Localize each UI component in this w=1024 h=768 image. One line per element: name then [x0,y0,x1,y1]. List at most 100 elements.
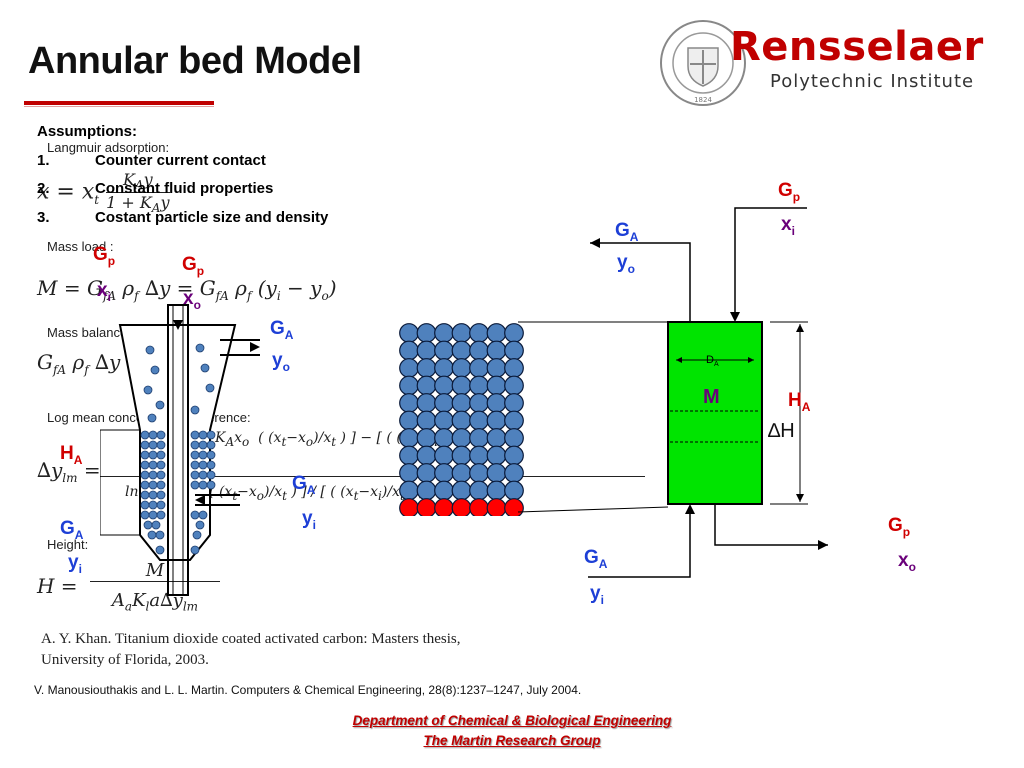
yi-label-left-mid: yi [302,508,316,532]
label-sub: p [196,263,205,278]
particle-grid [399,323,524,516]
blue-particle [416,358,437,378]
label-sub: A [713,361,719,369]
ga-label-right-top: GA [615,220,638,244]
ga-label-left-top: GA [270,318,293,342]
reference-khan: A. Y. Khan. Titanium dioxide coated acti… [41,629,461,671]
xo-label-right: xo [898,550,916,574]
packed-particles [140,430,216,555]
label-text: G [270,318,285,339]
blue-particle [469,463,489,483]
label-text: x [781,214,792,235]
blue-particle [504,445,524,466]
blue-particle [451,428,472,448]
blue-particle [451,375,472,396]
assumptions-heading: Assumptions: [37,123,138,140]
blue-particle [399,480,419,501]
height-lhs: H = [37,574,78,598]
blue-particle [469,340,489,361]
rensselaer-wordmark: Rensselaer [730,24,984,70]
blue-particle [451,340,472,361]
massbalance-label: Mass balance: [47,325,131,340]
label-sub: i [791,223,795,238]
da-label: DA [706,354,719,368]
blue-particle [399,445,419,466]
blue-particle [434,323,454,343]
blue-particle [451,445,472,466]
ga-label-left-bottom: GA [60,518,83,542]
label-sub: A [598,556,608,571]
blue-particle [469,480,489,501]
footer-department: Department of Chemical & Biological Engi… [352,713,672,728]
label-text: G [888,515,903,536]
blue-particle [434,393,454,413]
blue-particle [469,428,489,448]
m-label: M [703,386,720,408]
svg-text:1824: 1824 [694,96,712,104]
height-label: Height: [47,537,89,552]
gp-label-left-2: Gp [182,254,204,278]
title-underline [24,101,214,105]
reference-line: A. Y. Khan. Titanium dioxide coated acti… [41,631,461,647]
blue-particle [504,463,524,483]
label-sub: i [78,561,82,576]
label-sub: i [107,289,111,304]
yo-label-right: yo [617,252,635,276]
blue-particle [486,375,507,396]
blue-particle [416,463,437,483]
assumption-num: 3. [37,208,50,226]
ha-label-left: HA [60,443,82,467]
blue-particle [486,410,507,431]
red-particle [451,498,472,516]
logmean-fraction-bar [100,476,645,477]
label-sub: A [801,399,811,414]
blue-particle [486,463,507,483]
yi-label-right: yi [590,583,604,607]
reference-manousiouthakis: V. Manousiouthakis and L. L. Martin. Com… [34,683,582,697]
label-text: x [97,280,108,301]
ga-label-left-mid: GA [292,473,315,497]
assumption-text: Counter current contact [95,151,266,169]
blue-particle [399,340,419,361]
assumption-num: 1. [37,151,50,169]
annular-bed-reactor-diagram [100,304,260,596]
blue-particle [486,428,507,448]
assumption-text: Costant particle size and density [95,208,329,226]
yi-label-left-bottom: yi [68,552,82,576]
blue-particle [486,323,507,343]
blue-particle [504,480,524,501]
label-text: x [183,288,194,309]
blue-particle [469,375,489,396]
label-sub: o [908,559,916,574]
label-sub: o [282,359,290,374]
blue-particle [469,358,489,378]
label-text: G [93,244,108,265]
label-text: G [778,180,793,201]
blue-particle [451,480,472,501]
bed-schematic [588,207,828,578]
gp-label-right-bottom: Gp [888,515,910,539]
slide-title: Annular bed Model [28,40,362,82]
assumption-item-3: 3. Costant particle size and density [37,204,328,233]
gp-label-right-top: Gp [778,180,800,204]
blue-particle [486,480,507,501]
blue-particle [504,410,524,431]
xi-label-right: xi [781,214,795,238]
label-sub: i [600,592,604,607]
blue-particle [504,393,524,413]
langmuir-label: Langmuir adsorption: [47,140,170,155]
red-particle [416,498,437,516]
gp-label-left-1: Gp [93,244,115,268]
blue-particle [434,480,454,501]
label-sub: A [73,452,83,467]
label-sub: p [107,253,116,268]
blue-particle [469,323,489,343]
blue-particle [434,410,454,431]
reference-line: University of Florida, 2003. [41,652,209,668]
yo-label-left: yo [272,350,290,374]
blue-particle [504,358,524,378]
assumption-num: 2. [37,180,50,197]
label-sub: p [792,189,801,204]
blue-particle [416,393,437,413]
